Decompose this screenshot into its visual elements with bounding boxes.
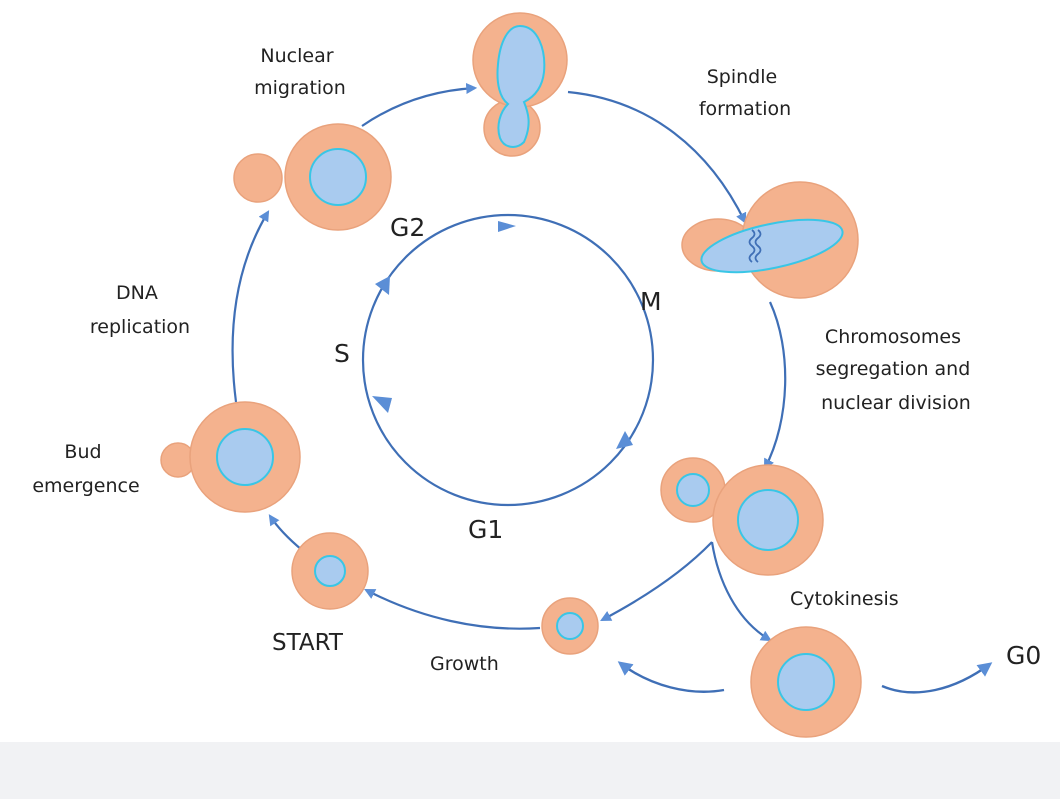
cells <box>160 12 862 738</box>
arrow-start-to-bud <box>268 514 303 551</box>
label-nuclear-migration: Nuclear migration <box>254 45 346 99</box>
cell-start <box>291 532 369 610</box>
cell-growth <box>541 597 599 655</box>
phase-labels: G2 M S G1 G0 <box>334 213 1041 670</box>
phase-g1-label: G1 <box>468 515 503 544</box>
arrow-segregation-to-division <box>763 301 787 470</box>
cell-nuclear-migration <box>233 123 392 231</box>
label-bud-emergence: Bud emergence <box>32 441 139 497</box>
inner-arrow-g1 <box>616 431 633 449</box>
phase-g2-label: G2 <box>390 213 425 242</box>
inner-cycle <box>361 213 655 507</box>
arrow-cytokinesis-to-growth <box>617 661 725 693</box>
cell-cytokinesis <box>750 626 862 738</box>
inner-arrow-g2 <box>498 221 516 232</box>
arrow-growth-to-start <box>364 588 541 630</box>
label-chromosome-segregation: Chromosomes segregation and nuclear divi… <box>816 326 977 414</box>
phase-s-label: S <box>334 339 350 368</box>
diagram-canvas: G2 M S G1 G0 Nuclear migration Spindle f… <box>32 12 1041 738</box>
arrow-bud-to-migration <box>231 210 270 403</box>
arrow-migration-to-spindle <box>361 83 478 127</box>
cell-bud-emergence <box>160 401 301 513</box>
label-cytokinesis: Cytokinesis <box>790 588 899 610</box>
arrow-spindle-to-segregation <box>567 90 747 224</box>
outer-cycle <box>231 83 787 642</box>
label-spindle-formation: Spindle formation <box>699 66 791 120</box>
arrow-cytokinesis-to-g0 <box>881 662 993 694</box>
g0-arrows <box>617 661 993 694</box>
footer-bar <box>0 742 1060 799</box>
inner-arrow-s-lower <box>372 396 392 413</box>
arrow-division-to-cytokinesis <box>710 541 772 642</box>
process-labels: Nuclear migration Spindle formation Chro… <box>32 45 977 675</box>
phase-g0-label: G0 <box>1006 641 1041 670</box>
arrow-division-to-growth <box>600 541 713 622</box>
label-dna-replication: DNA replication <box>90 282 190 338</box>
label-start: START <box>272 630 344 656</box>
cell-chromosome-segregation <box>681 181 859 299</box>
label-growth: Growth <box>430 653 499 675</box>
inner-arrow-s-upper <box>375 276 390 295</box>
phase-m-label: M <box>640 287 662 316</box>
cell-spindle-formation <box>472 12 568 157</box>
inner-cycle-ring <box>361 213 655 507</box>
cell-nuclear-division <box>660 457 824 576</box>
